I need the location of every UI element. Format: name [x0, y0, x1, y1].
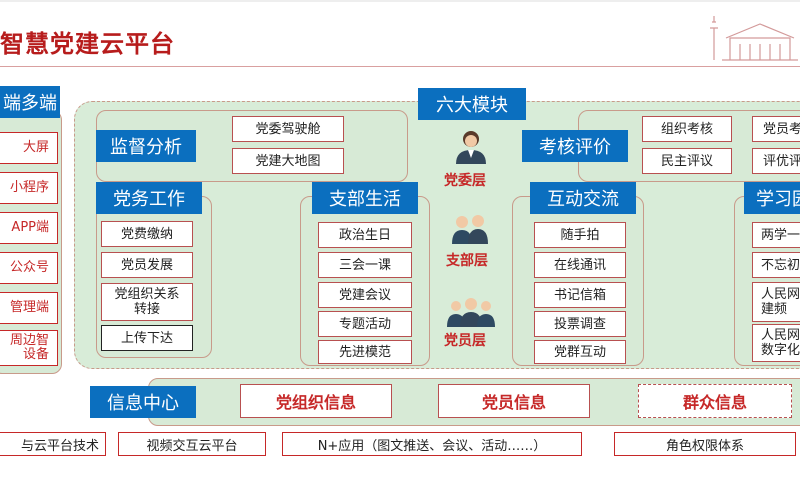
- level-label-committee: 党委层: [444, 173, 486, 189]
- assessment-header: 考核评价: [522, 130, 628, 162]
- info-item-member[interactable]: 党员信息: [438, 384, 590, 418]
- top-rule: [0, 0, 800, 2]
- level-label-branch: 支部层: [446, 253, 488, 269]
- module-item-org-assessment[interactable]: 组织考核: [642, 116, 732, 142]
- study-header: 学习园: [744, 182, 800, 214]
- module-item-vote[interactable]: 投票调查: [534, 311, 626, 337]
- module-item-snapshot[interactable]: 随手拍: [534, 222, 626, 248]
- module-item-member-assessment[interactable]: 党员考: [752, 116, 800, 142]
- module-item-peoples-net-video[interactable]: 人民网建频: [752, 282, 800, 322]
- info-item-public[interactable]: 群众信息: [638, 384, 792, 418]
- module-item-original-aspiration[interactable]: 不忘初: [752, 252, 800, 278]
- module-item-relay[interactable]: 上传下达: [101, 325, 193, 351]
- terminal-item-device[interactable]: 周边智 设备: [0, 330, 58, 366]
- module-item-two-studies[interactable]: 两学一: [752, 222, 800, 248]
- footer-item-cloud-tech[interactable]: 与云平台技术: [0, 432, 106, 456]
- person-icon: [456, 131, 486, 164]
- module-item-democratic-review[interactable]: 民主评议: [642, 148, 732, 174]
- landmark-icon: [710, 16, 798, 61]
- interaction-header: 互动交流: [530, 182, 636, 214]
- module-item-three-meetings[interactable]: 三会一课: [318, 252, 412, 278]
- group-icon: [447, 298, 495, 327]
- module-item-online-chat[interactable]: 在线通讯: [534, 252, 626, 278]
- terminal-item-admin[interactable]: 管理端: [0, 292, 58, 324]
- module-item-meeting[interactable]: 党建会议: [318, 282, 412, 308]
- terminal-item-mini-program[interactable]: 小程序: [0, 172, 58, 204]
- branch-life-header: 支部生活: [312, 182, 418, 214]
- footer-item-n-plus-apps[interactable]: N+应用（图文推送、会议、活动……）: [282, 432, 582, 456]
- module-item-model[interactable]: 先进模范: [318, 340, 412, 364]
- module-item-peoples-net-digital[interactable]: 人民网数字化: [752, 324, 800, 362]
- footer-item-role-permission[interactable]: 角色权限体系: [614, 432, 796, 456]
- module-item-mass-interaction[interactable]: 党群互动: [534, 340, 626, 364]
- module-item-development[interactable]: 党员发展: [101, 252, 193, 278]
- terminal-item-app[interactable]: APP端: [0, 212, 58, 244]
- supervision-header: 监督分析: [96, 130, 196, 162]
- module-item-map[interactable]: 党建大地图: [232, 148, 344, 174]
- six-modules-header: 六大模块: [418, 88, 526, 120]
- group-icon: [452, 215, 488, 244]
- module-item-special-activity[interactable]: 专题活动: [318, 311, 412, 337]
- title-divider: [0, 66, 800, 67]
- terminal-item-official-account[interactable]: 公众号: [0, 252, 58, 284]
- terminal-item-big-screen[interactable]: 大屏: [0, 132, 58, 164]
- info-item-org[interactable]: 党组织信息: [240, 384, 392, 418]
- module-item-transfer[interactable]: 党组织关系转接: [101, 283, 193, 321]
- footer-item-video-platform[interactable]: 视频交互云平台: [118, 432, 266, 456]
- page-title: 智慧党建云平台: [0, 30, 175, 58]
- module-item-cockpit[interactable]: 党委驾驶舱: [232, 116, 344, 142]
- module-item-mailbox[interactable]: 书记信箱: [534, 282, 626, 308]
- level-label-member: 党员层: [444, 333, 486, 349]
- left-terminal-header: 端多端: [0, 86, 60, 118]
- module-item-excellence[interactable]: 评优评: [752, 148, 800, 174]
- module-item-political-birthday[interactable]: 政治生日: [318, 222, 412, 248]
- module-item-dues[interactable]: 党费缴纳: [101, 221, 193, 247]
- party-affairs-header: 党务工作: [96, 182, 202, 214]
- info-center-header: 信息中心: [90, 386, 196, 418]
